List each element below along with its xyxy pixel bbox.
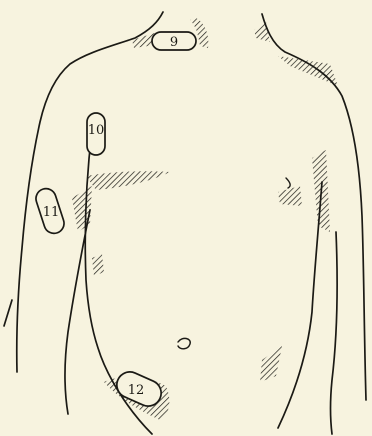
- marker-11-label: 11: [43, 205, 60, 220]
- hatch-right-waist: [260, 346, 282, 382]
- hatch-right-flank: [312, 150, 330, 232]
- marker-9-label: 9: [170, 35, 178, 50]
- right-torso-outline: [278, 182, 322, 428]
- marker-12-label: 12: [128, 383, 145, 398]
- marker-10-label: 10: [88, 123, 105, 138]
- right-nipple-mark: [286, 178, 290, 188]
- hatch-left-axilla: [86, 171, 170, 190]
- hatch-right-shoulder: [278, 56, 338, 86]
- hatch-right-collar: [254, 22, 270, 42]
- left-side-stroke: [4, 300, 12, 326]
- hatch-left-hip: [92, 254, 104, 276]
- left-arm-inner-outline: [65, 210, 90, 414]
- right-arm-inner-outline: [331, 232, 338, 434]
- navel-mark: [178, 338, 190, 348]
- hatch-left-arm-inner: [72, 186, 92, 232]
- hatch-right-nipple-area: [278, 186, 302, 206]
